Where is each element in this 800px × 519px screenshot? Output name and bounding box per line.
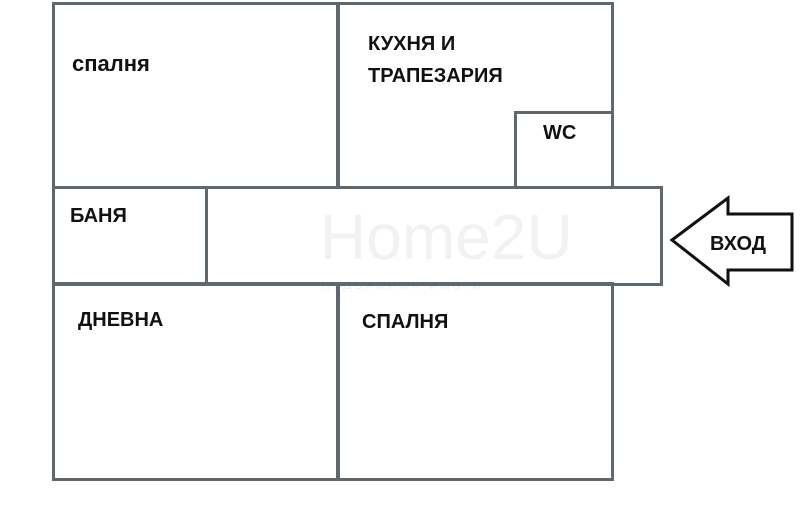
label-bedroom-top: спалня [72, 51, 150, 76]
label-bedroom-bottom: СПАЛНЯ [362, 311, 449, 333]
label-entrance: ВХОД [710, 233, 767, 255]
bathroom-wall [205, 186, 208, 286]
label-kitchen-2: ТРАПЕЗАРИЯ [368, 65, 503, 87]
bedroom-bottom-room [336, 282, 614, 481]
label-living: ДНЕВНА [78, 309, 164, 331]
label-wc: WC [543, 122, 577, 144]
label-kitchen-1: КУХНЯ И [368, 33, 456, 55]
label-bathroom: БАНЯ [70, 205, 127, 227]
watermark-logo: Home2U [320, 201, 573, 273]
